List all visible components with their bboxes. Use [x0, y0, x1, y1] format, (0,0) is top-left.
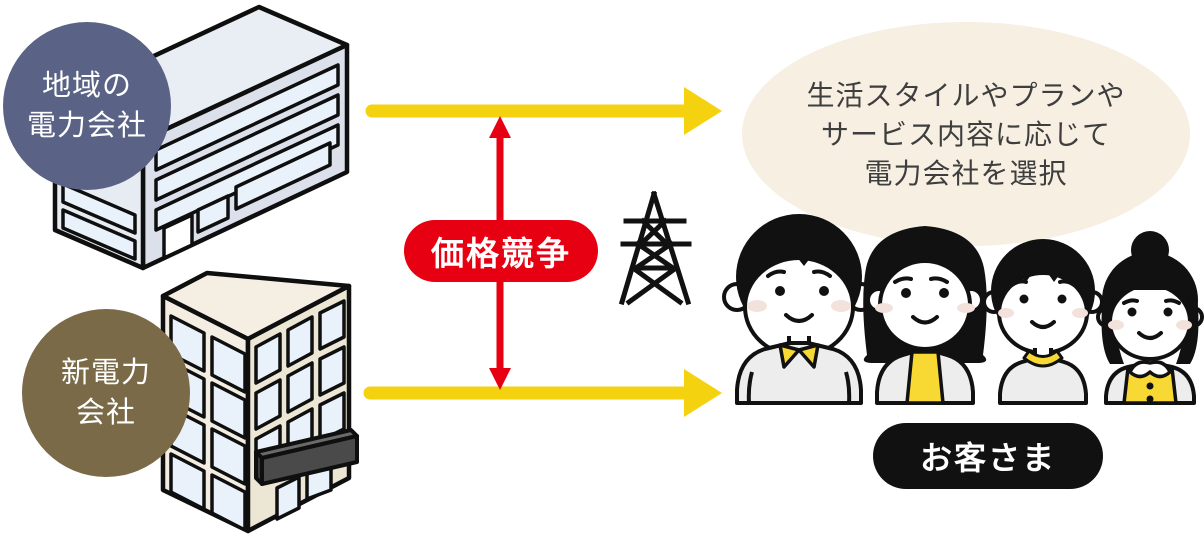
customers-badge: お客さま — [873, 423, 1103, 489]
new-power-building-icon — [160, 270, 359, 534]
customers-label: お客さま — [919, 440, 1056, 476]
transmission-tower-icon — [618, 190, 692, 306]
price-competition-badge: 価格競争 — [404, 220, 598, 282]
regional-power-label-line1: 地域の — [41, 69, 132, 102]
new-power-label-line2: 会社 — [75, 397, 136, 429]
bubble-line3: 電力会社を選択 — [864, 157, 1068, 189]
regional-power-company-badge: 地域の 電力会社 — [3, 22, 171, 190]
supply-arrow-top — [365, 87, 722, 135]
regional-power-label-line2: 電力会社 — [26, 110, 147, 142]
new-power-company-badge: 新電力 会社 — [22, 309, 190, 477]
customer-choice-speech-bubble: 生活スタイルやプランや サービス内容に応じて 電力会社を選択 — [742, 22, 1190, 246]
new-power-label-line1: 新電力 — [60, 356, 151, 389]
supply-arrow-bottom — [363, 369, 722, 417]
price-competition-label: 価格競争 — [431, 235, 571, 272]
bubble-line1: 生活スタイルやプランや — [806, 79, 1126, 111]
bubble-line2: サービス内容に応じて — [820, 118, 1111, 150]
awning — [254, 428, 359, 486]
